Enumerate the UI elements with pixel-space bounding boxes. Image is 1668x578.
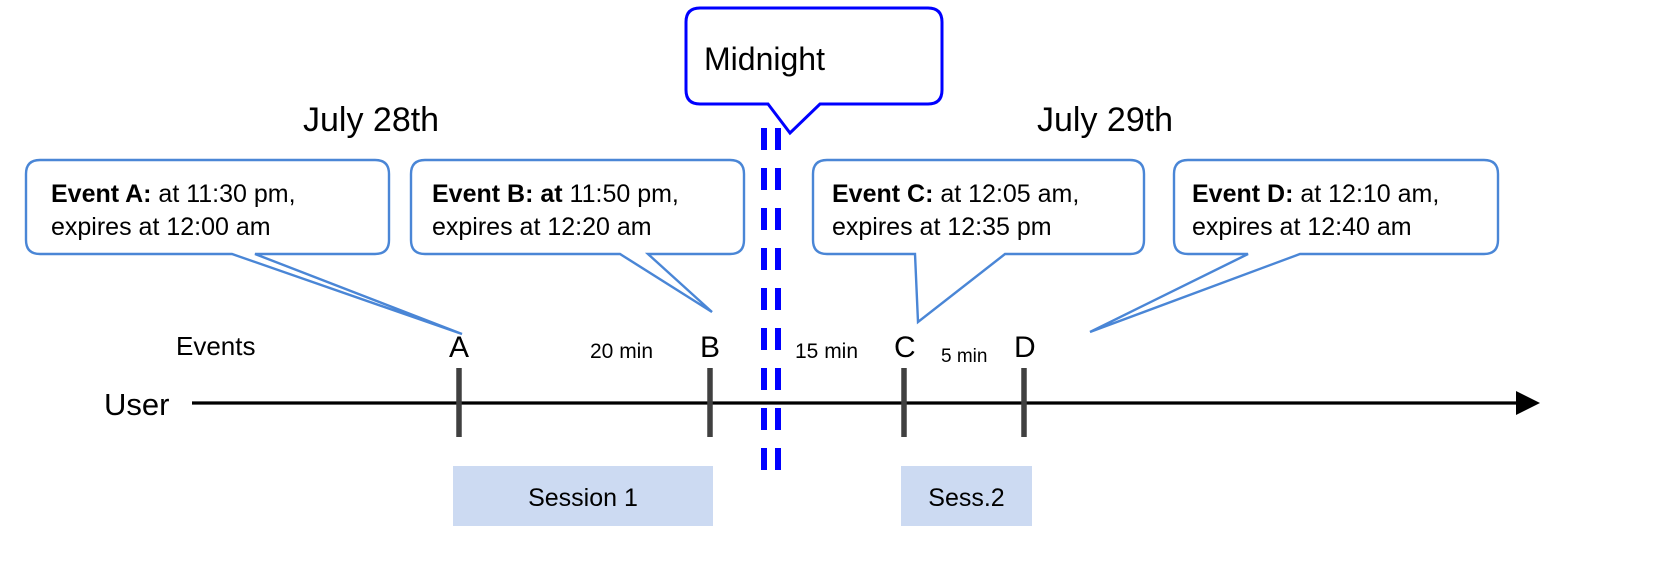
event-c-line1-rest: at 12:05 am, — [933, 180, 1080, 208]
tick-label-a: A — [449, 331, 470, 364]
event-d-callout-text: Event D: at 12:10 am, expires at 12:40 a… — [1192, 178, 1439, 243]
session-1-label: Session 1 — [528, 484, 638, 512]
session-2-label: Sess.2 — [928, 484, 1005, 512]
event-b-bold: Event B: at — [432, 180, 563, 208]
tick-label-b: B — [700, 331, 721, 364]
event-b-line1-rest: 11:50 pm, — [562, 180, 679, 208]
gap-label-a-b: 20 min — [590, 340, 654, 363]
event-c-bold: Event C: — [832, 180, 934, 208]
gap-label-b-c: 15 min — [795, 340, 859, 363]
tick-label-d: D — [1014, 331, 1036, 364]
event-b-line2: expires at 12:20 am — [432, 212, 652, 241]
event-a-callout-text: Event A: at 11:30 pm, expires at 12:00 a… — [51, 178, 296, 243]
event-c-callout-text: Event C: at 12:05 am, expires at 12:35 p… — [832, 178, 1079, 243]
midnight-label: Midnight — [704, 41, 825, 77]
day-label-left: July 28th — [303, 101, 440, 139]
event-d-line2: expires at 12:40 am — [1192, 212, 1412, 241]
day-label-right: July 29th — [1037, 101, 1174, 139]
event-a-line2: expires at 12:00 am — [51, 212, 271, 241]
events-row-label: Events — [176, 331, 256, 361]
event-c-line2: expires at 12:35 pm — [832, 212, 1052, 241]
event-d-line1-rest: at 12:10 am, — [1293, 180, 1440, 208]
event-b-callout-text: Event B: at 11:50 pm, expires at 12:20 a… — [432, 178, 679, 243]
event-d-bold: Event D: — [1192, 180, 1294, 208]
gap-label-c-d: 5 min — [941, 346, 988, 367]
event-a-line1-rest: at 11:30 pm, — [151, 180, 296, 208]
timeline-arrowhead — [1516, 391, 1540, 415]
user-lane-label: User — [104, 387, 170, 422]
event-a-bold: Event A: — [51, 180, 152, 208]
tick-label-c: C — [894, 331, 916, 364]
